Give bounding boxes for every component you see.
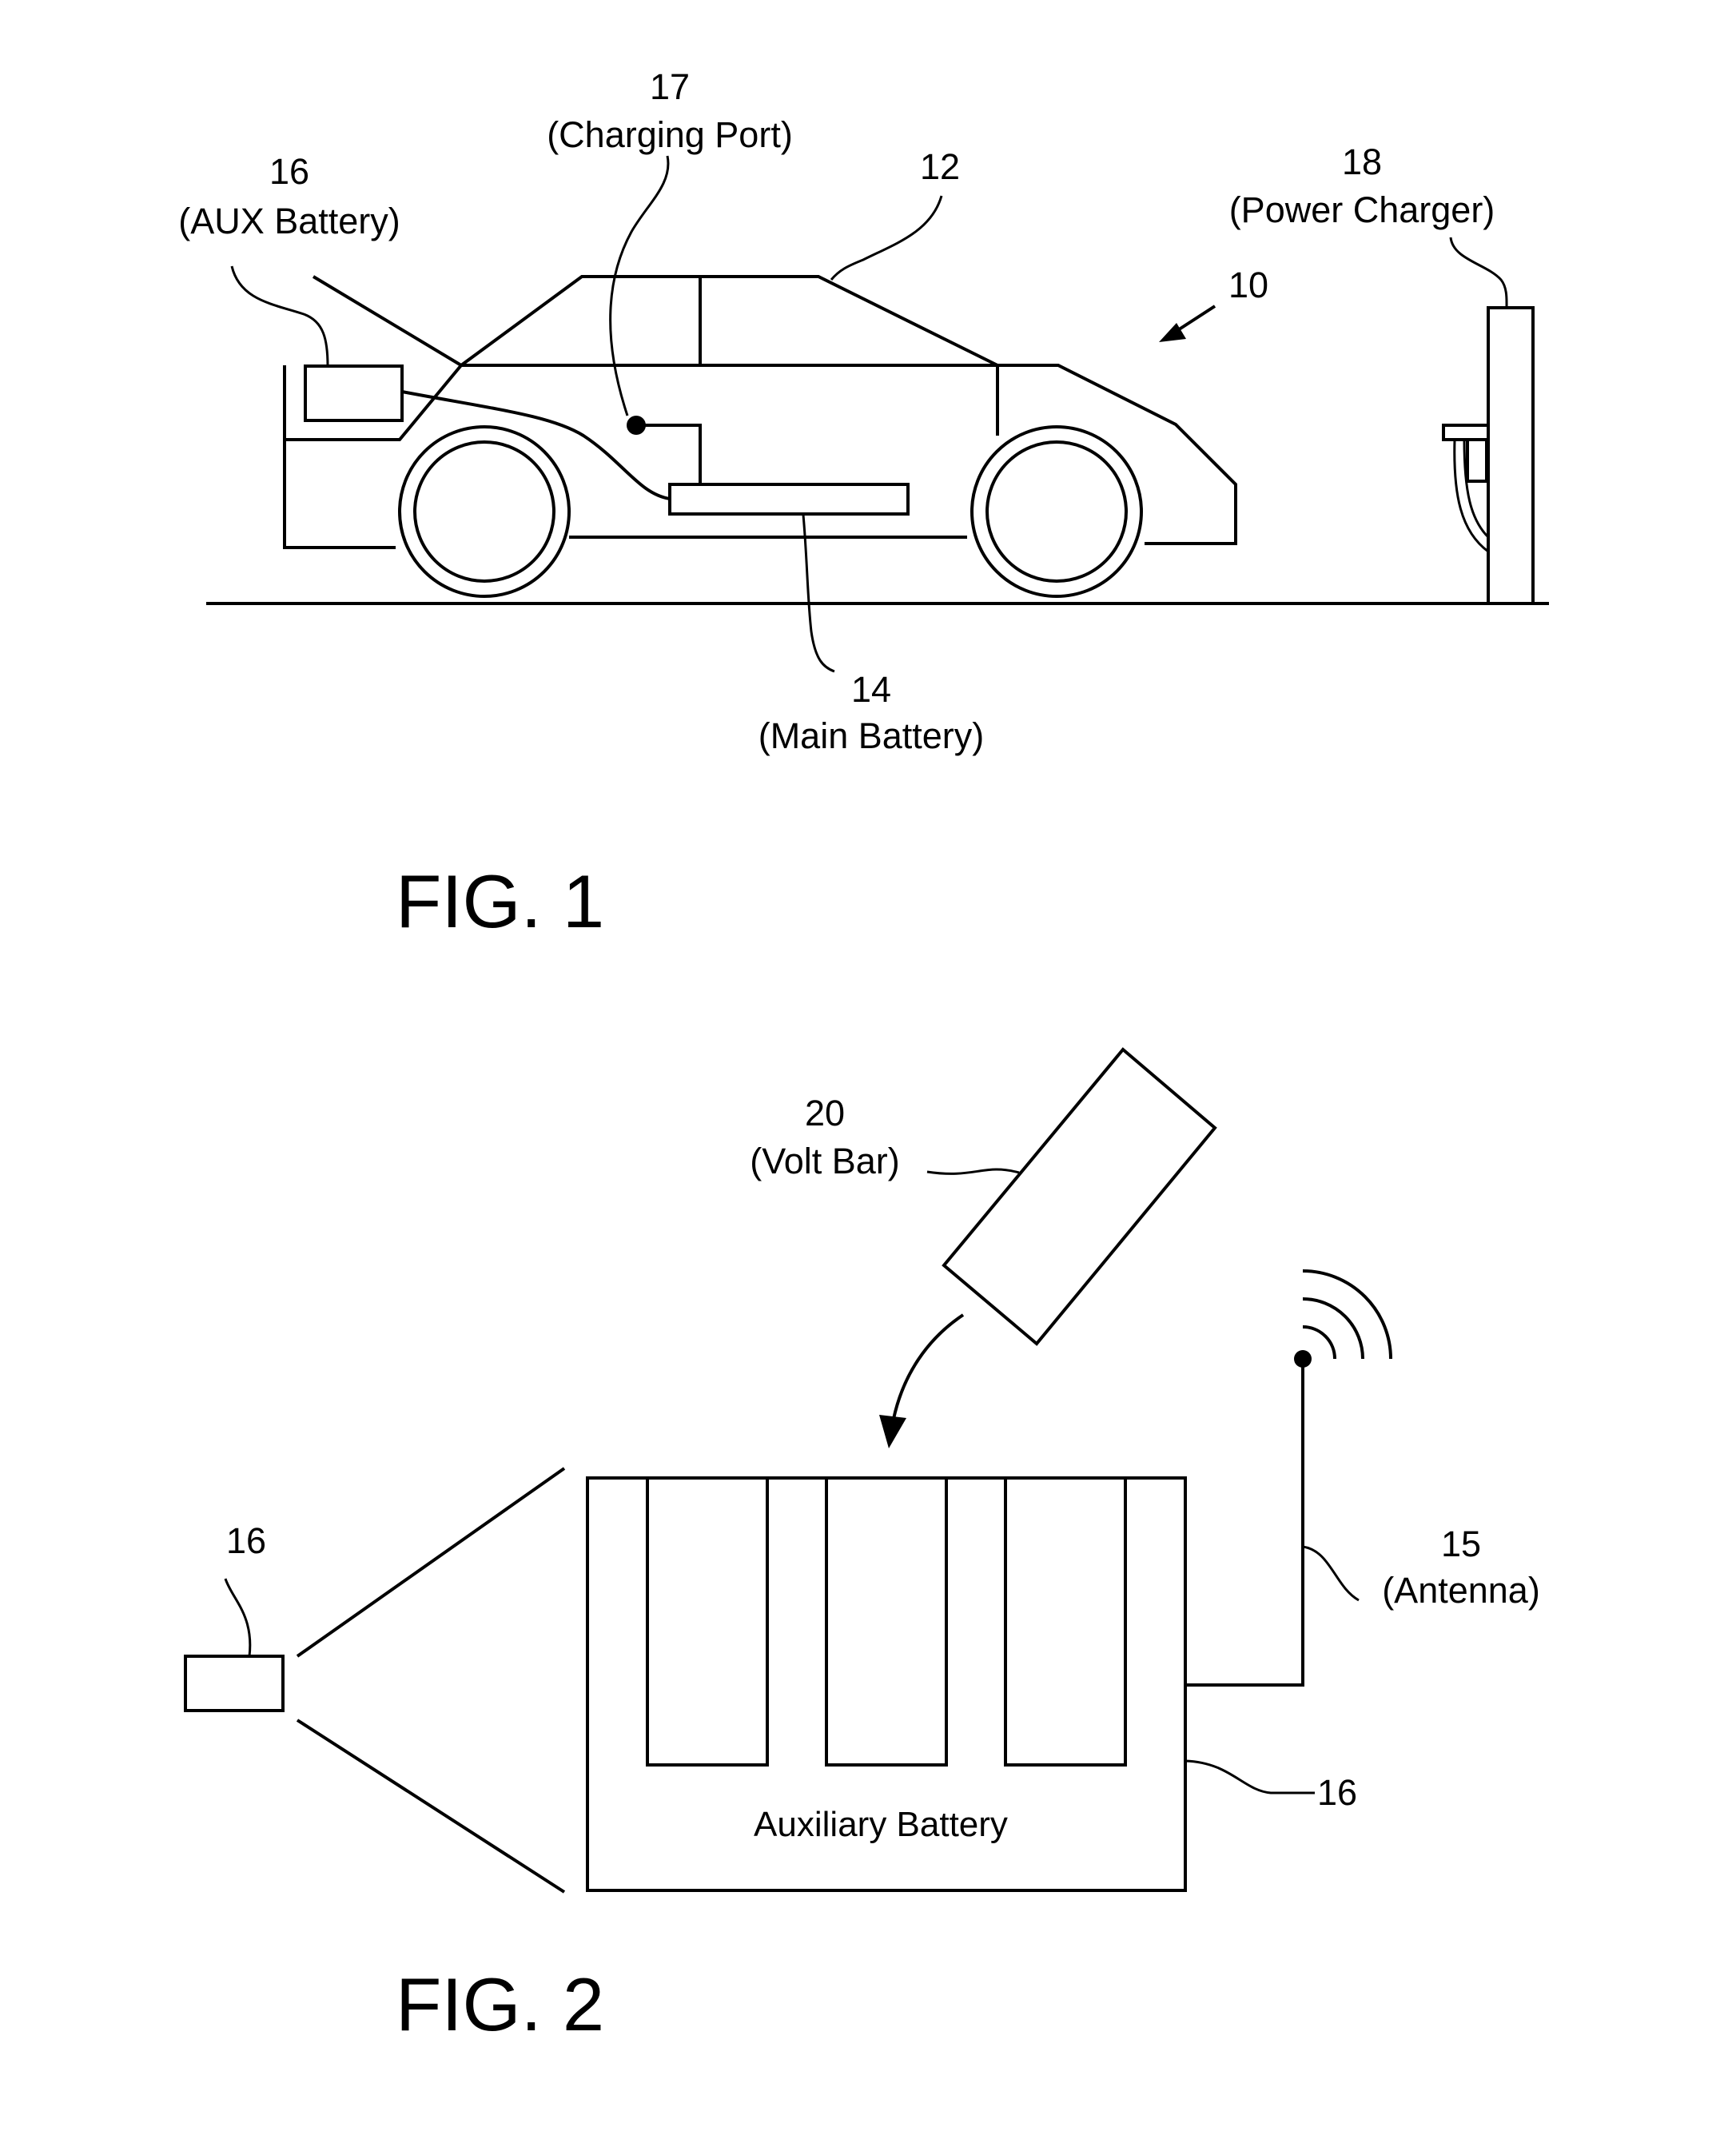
volt-bar bbox=[944, 1050, 1215, 1344]
label-aux-battery-name: (AUX Battery) bbox=[178, 201, 400, 241]
label-charging-port-name: (Charging Port) bbox=[547, 114, 793, 155]
leader-antenna bbox=[1303, 1547, 1359, 1600]
label-power-charger-ref: 18 bbox=[1342, 141, 1382, 182]
insertion-arrow bbox=[879, 1315, 963, 1448]
label-main-battery-name: (Main Battery) bbox=[759, 715, 985, 756]
leader-volt-bar bbox=[927, 1169, 1019, 1173]
battery-cell-2 bbox=[826, 1478, 946, 1765]
leader-aux-battery bbox=[232, 266, 328, 366]
leader-small-battery bbox=[225, 1579, 250, 1656]
leader-power-charger bbox=[1451, 237, 1507, 308]
leader-car-body bbox=[831, 196, 942, 280]
antenna bbox=[1185, 1271, 1391, 1685]
label-battery-ref: 16 bbox=[1317, 1772, 1357, 1813]
label-power-charger-name: (Power Charger) bbox=[1229, 189, 1495, 230]
label-antenna-name: (Antenna) bbox=[1382, 1570, 1540, 1611]
aux-battery-box bbox=[305, 366, 402, 420]
label-main-battery-ref: 14 bbox=[851, 669, 891, 710]
figure-1-title: FIG. 1 bbox=[396, 859, 604, 943]
leader-charging-port bbox=[611, 156, 668, 416]
figure-2-title: FIG. 2 bbox=[396, 1962, 604, 2046]
rear-wheel bbox=[400, 427, 569, 596]
power-charger bbox=[1443, 308, 1533, 603]
label-volt-bar-ref: 20 bbox=[805, 1093, 845, 1133]
label-small-battery-ref: 16 bbox=[226, 1520, 266, 1561]
charging-port-wire bbox=[636, 425, 700, 484]
label-antenna-ref: 15 bbox=[1441, 1524, 1481, 1564]
vehicle-arrow bbox=[1159, 306, 1215, 342]
leader-battery-ref bbox=[1185, 1761, 1315, 1793]
battery-cell-3 bbox=[1005, 1478, 1125, 1765]
main-battery-box bbox=[670, 484, 908, 514]
label-aux-battery-ref: 16 bbox=[269, 151, 309, 192]
small-aux-battery bbox=[185, 1656, 283, 1711]
figure-2: Auxiliary Battery 20 (Volt Bar) 16 15 (A… bbox=[185, 1050, 1540, 2046]
figure-1: 16 (AUX Battery) 17 (Charging Port) 12 1… bbox=[178, 66, 1549, 943]
label-charging-port-ref: 17 bbox=[650, 66, 690, 107]
battery-cell-1 bbox=[647, 1478, 767, 1765]
front-wheel bbox=[972, 427, 1141, 596]
label-car-body-ref: 12 bbox=[920, 146, 960, 187]
zoom-line-bottom bbox=[297, 1720, 564, 1892]
auxiliary-battery-caption: Auxiliary Battery bbox=[754, 1805, 1008, 1844]
zoom-line-top bbox=[297, 1468, 564, 1656]
label-volt-bar-name: (Volt Bar) bbox=[750, 1141, 900, 1181]
label-vehicle-ref: 10 bbox=[1228, 265, 1268, 305]
car-body bbox=[285, 277, 1236, 548]
